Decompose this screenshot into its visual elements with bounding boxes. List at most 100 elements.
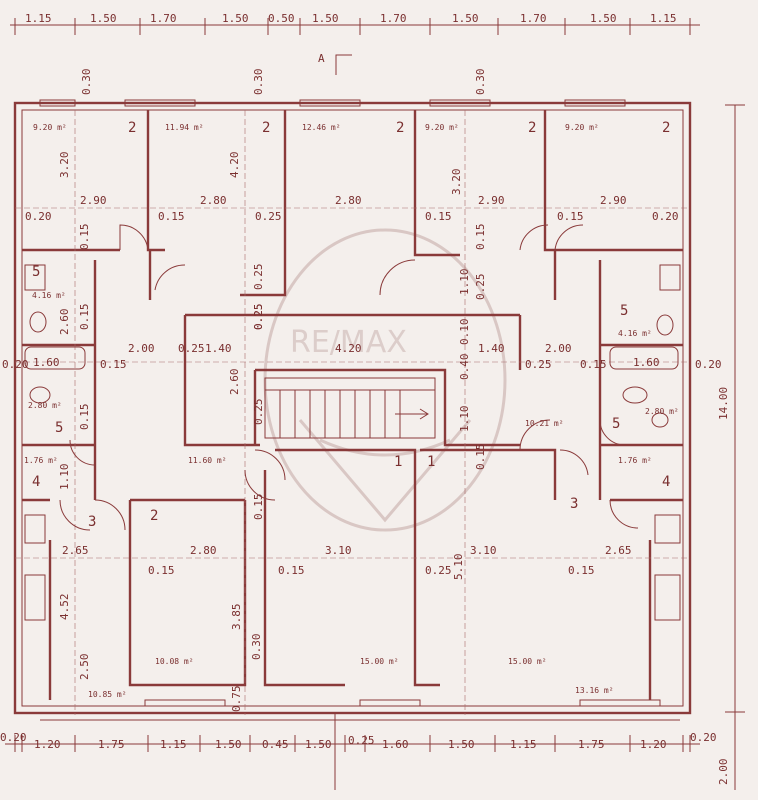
dim-label: 5.10 bbox=[452, 554, 465, 581]
room-area: 4.16 m² bbox=[618, 329, 652, 338]
right-dim-label: 2.00 bbox=[717, 759, 730, 786]
dim-label: 0.25 bbox=[525, 358, 552, 371]
dim-label: 1.60 bbox=[33, 356, 60, 369]
bathtub-icon bbox=[24, 346, 86, 370]
dim-label: 0.15 bbox=[148, 564, 175, 577]
dim-label: 0.15 bbox=[425, 210, 452, 223]
room-area: 12.46 m² bbox=[302, 123, 341, 132]
room-number: 5 bbox=[620, 303, 628, 319]
wall-label: 0.30 bbox=[474, 69, 487, 96]
windows bbox=[39, 99, 661, 707]
dim-label: 2.50 bbox=[78, 654, 91, 681]
top-dim-label: 1.15 bbox=[25, 12, 52, 25]
room-area: 4.16 m² bbox=[32, 291, 66, 300]
top-dim-label: 1.70 bbox=[150, 12, 177, 25]
room-number: 2 bbox=[150, 508, 158, 524]
dim-label: 2.90 bbox=[80, 194, 107, 207]
kitchen-sink-icon bbox=[24, 574, 46, 621]
dim-label: 0.20 bbox=[695, 358, 722, 371]
dim-label: 0.15 bbox=[78, 404, 91, 431]
room-number: 2 bbox=[662, 120, 670, 136]
outer-walls bbox=[13, 101, 692, 715]
stove-icon bbox=[654, 514, 681, 544]
dim-label: 0.15 bbox=[78, 224, 91, 251]
room-number: 2 bbox=[128, 120, 136, 136]
dim-label: 0.20 bbox=[2, 358, 29, 371]
stairs bbox=[264, 377, 436, 439]
dim-label: 3.10 bbox=[325, 544, 352, 557]
bottom-dim-label: 1.75 bbox=[98, 738, 125, 751]
room-number: 2 bbox=[528, 120, 536, 136]
interior-walls bbox=[22, 110, 683, 700]
room-area: 10.21 m² bbox=[525, 419, 564, 428]
room-area: 10.08 m² bbox=[155, 657, 194, 666]
dim-label: 2.90 bbox=[478, 194, 505, 207]
dim-label: 4.20 bbox=[335, 342, 362, 355]
top-dim-label: 1.50 bbox=[312, 12, 339, 25]
bottom-dimension-line bbox=[5, 712, 700, 790]
dim-label: 0.30 bbox=[250, 634, 263, 661]
wall-label: 0.30 bbox=[80, 69, 93, 96]
top-dim-label: 1.50 bbox=[222, 12, 249, 25]
dim-label: 2.60 bbox=[228, 369, 241, 396]
wall-labels: 0.30 0.30 0.30 bbox=[80, 69, 487, 96]
bottom-dim-label: 1.15 bbox=[160, 738, 187, 751]
bathtub-icon bbox=[659, 264, 681, 291]
bottom-dim-label: 1.15 bbox=[510, 738, 537, 751]
interior-dimension-labels: 2.90 2.80 2.80 2.90 2.90 3.20 4.20 3.20 … bbox=[2, 152, 722, 713]
watermark: RE/MAX bbox=[263, 228, 507, 532]
dim-label: 1.40 bbox=[205, 342, 232, 355]
dim-label: 3.85 bbox=[230, 604, 243, 631]
dim-label: 2.80 bbox=[200, 194, 227, 207]
bottom-dim-label: 1.50 bbox=[448, 738, 475, 751]
bathtub-icon bbox=[609, 346, 679, 370]
room-number: 5 bbox=[55, 420, 63, 436]
dim-label: 0.15 bbox=[252, 494, 265, 521]
dim-label: 0.15 bbox=[557, 210, 584, 223]
sink-icon bbox=[622, 386, 648, 404]
room-labels: 9.20 m² 2 11.94 m² 2 12.46 m² 2 9.20 m² … bbox=[24, 120, 679, 699]
dim-label: 0.15 bbox=[580, 358, 607, 371]
dim-label: 0.15 bbox=[158, 210, 185, 223]
dim-label: 1.10 bbox=[458, 406, 471, 433]
room-area: 2.80 m² bbox=[28, 401, 62, 410]
top-dim-label: 1.15 bbox=[650, 12, 677, 25]
right-dim-label: 14.00 bbox=[717, 387, 730, 420]
room-area: 10.85 m² bbox=[88, 690, 127, 699]
room-number: 1 bbox=[394, 454, 402, 470]
room-number: 1 bbox=[427, 454, 435, 470]
room-number: 4 bbox=[662, 474, 670, 490]
dim-label: 0.15 bbox=[100, 358, 127, 371]
dim-label: 4.20 bbox=[228, 152, 241, 179]
kitchen-sink-icon bbox=[654, 574, 681, 621]
top-dim-label: 1.50 bbox=[452, 12, 479, 25]
dim-label: 4.52 bbox=[58, 594, 71, 621]
top-dim-label: 1.70 bbox=[520, 12, 547, 25]
room-area: 11.94 m² bbox=[165, 123, 204, 132]
doors bbox=[59, 224, 639, 531]
room-area: 11.60 m² bbox=[188, 456, 227, 465]
room-number: 2 bbox=[396, 120, 404, 136]
dim-label: 0.25 bbox=[178, 342, 205, 355]
bottom-dim-label: 1.50 bbox=[305, 738, 332, 751]
bottom-dim-label: 0.20 bbox=[690, 731, 717, 744]
dim-label: 0.15 bbox=[568, 564, 595, 577]
room-area: 15.00 m² bbox=[508, 657, 547, 666]
top-dimension-labels: 1.15 1.50 1.70 1.50 0.50 1.50 1.70 1.50 … bbox=[25, 12, 677, 25]
dim-label: 1.60 bbox=[633, 356, 660, 369]
top-dim-label: 1.50 bbox=[90, 12, 117, 25]
dim-label: 2.65 bbox=[605, 544, 632, 557]
dim-label: 0.25 bbox=[252, 399, 265, 426]
dim-label: 0.25 bbox=[252, 304, 265, 331]
room-area: 1.76 m² bbox=[618, 456, 652, 465]
room-number: 3 bbox=[570, 496, 578, 512]
dim-label: 0.15 bbox=[474, 224, 487, 251]
toilet-icon bbox=[651, 412, 669, 428]
room-area: 9.20 m² bbox=[425, 123, 459, 132]
dimension-lines bbox=[15, 110, 690, 715]
room-number: 5 bbox=[612, 416, 620, 432]
section-marker: A bbox=[318, 52, 352, 75]
dim-label: 1.10 bbox=[58, 464, 71, 491]
bottom-dim-label: 1.20 bbox=[640, 738, 667, 751]
room-area: 1.76 m² bbox=[24, 456, 58, 465]
